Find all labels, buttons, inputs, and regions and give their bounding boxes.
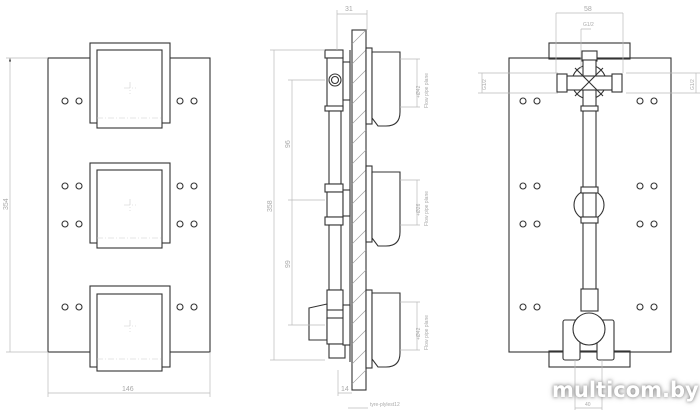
front-height-dim: 354 — [3, 198, 10, 210]
watermark: multicom.by — [552, 378, 699, 402]
rear-thread-right: G1/2 — [690, 79, 696, 90]
side-flanges — [342, 47, 373, 369]
front-mounting-holes — [61, 97, 198, 311]
svg-text:Flow pipe plane: Flow pipe plane — [424, 191, 430, 226]
svg-text:+Ø42: +Ø42 — [416, 85, 422, 98]
side-total-height-dim: 358 — [267, 200, 274, 212]
side-upper-spacing-dim: 96 — [285, 140, 292, 148]
valve-body-pipe — [308, 49, 350, 359]
rear-mounting-holes — [519, 97, 658, 311]
front-view: 354 146 — [3, 42, 211, 397]
rear-thread-left: G1/2 — [482, 79, 488, 90]
side-bottom-dimension-line — [337, 370, 352, 396]
rear-valve-assembly — [556, 50, 623, 361]
outlet-annotations: +Ø42 Flow pipe plane +Ø26 Flow pipe plan… — [400, 58, 430, 351]
wall-section — [351, 29, 367, 391]
side-bottom-offset-dim: 14 — [341, 386, 349, 393]
side-top-offset-dim: 31 — [345, 6, 353, 13]
front-height-dimension-line — [6, 58, 48, 353]
svg-text:Flow pipe plane: Flow pipe plane — [424, 315, 430, 350]
side-top-dimension-line — [336, 10, 368, 50]
side-total-dimension-line — [270, 49, 325, 361]
side-view: 31 358 96 99 14 tyre-plylest12 +Ø42 Flow… — [267, 6, 430, 409]
front-width-dim: 146 — [122, 386, 134, 393]
rear-thread-top: G1/2 — [583, 22, 594, 28]
front-module-top — [89, 42, 171, 129]
side-spacing-dimension-line — [288, 79, 325, 326]
svg-text:+Ø26: +Ø26 — [416, 203, 422, 216]
side-handles — [371, 51, 401, 368]
rear-bottom-box — [548, 350, 631, 368]
front-module-bottom — [89, 285, 171, 372]
rear-bottom-width-dim: 40 — [585, 402, 591, 408]
rear-top-width-dim: 58 — [584, 6, 592, 13]
side-lower-spacing-dim: 99 — [285, 260, 292, 268]
wall-note: tyre-plylest12 — [370, 402, 400, 408]
front-module-middle — [89, 162, 171, 249]
front-width-dimension-line — [47, 352, 211, 397]
rear-view: 58 G1/2 G1/2 G1/2 40 — [478, 6, 700, 410]
svg-text:+Ø42: +Ø42 — [416, 327, 422, 340]
svg-text:Flow pipe plane: Flow pipe plane — [424, 73, 430, 108]
